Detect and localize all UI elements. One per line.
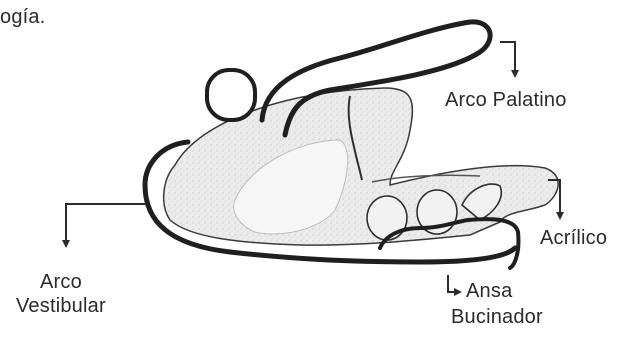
label-arco-palatino: Arco Palatino [445, 88, 567, 112]
label-arco-vestibular-line2: Vestibular [16, 294, 106, 318]
label-acrilico: Acrílico [540, 226, 607, 250]
label-ansa-bucinador-line2: Bucinador [451, 305, 543, 329]
acrylic-pad [207, 70, 255, 120]
label-ansa-bucinador-line1: Ansa [466, 279, 512, 303]
label-arco-vestibular-line1: Arco [40, 270, 82, 294]
